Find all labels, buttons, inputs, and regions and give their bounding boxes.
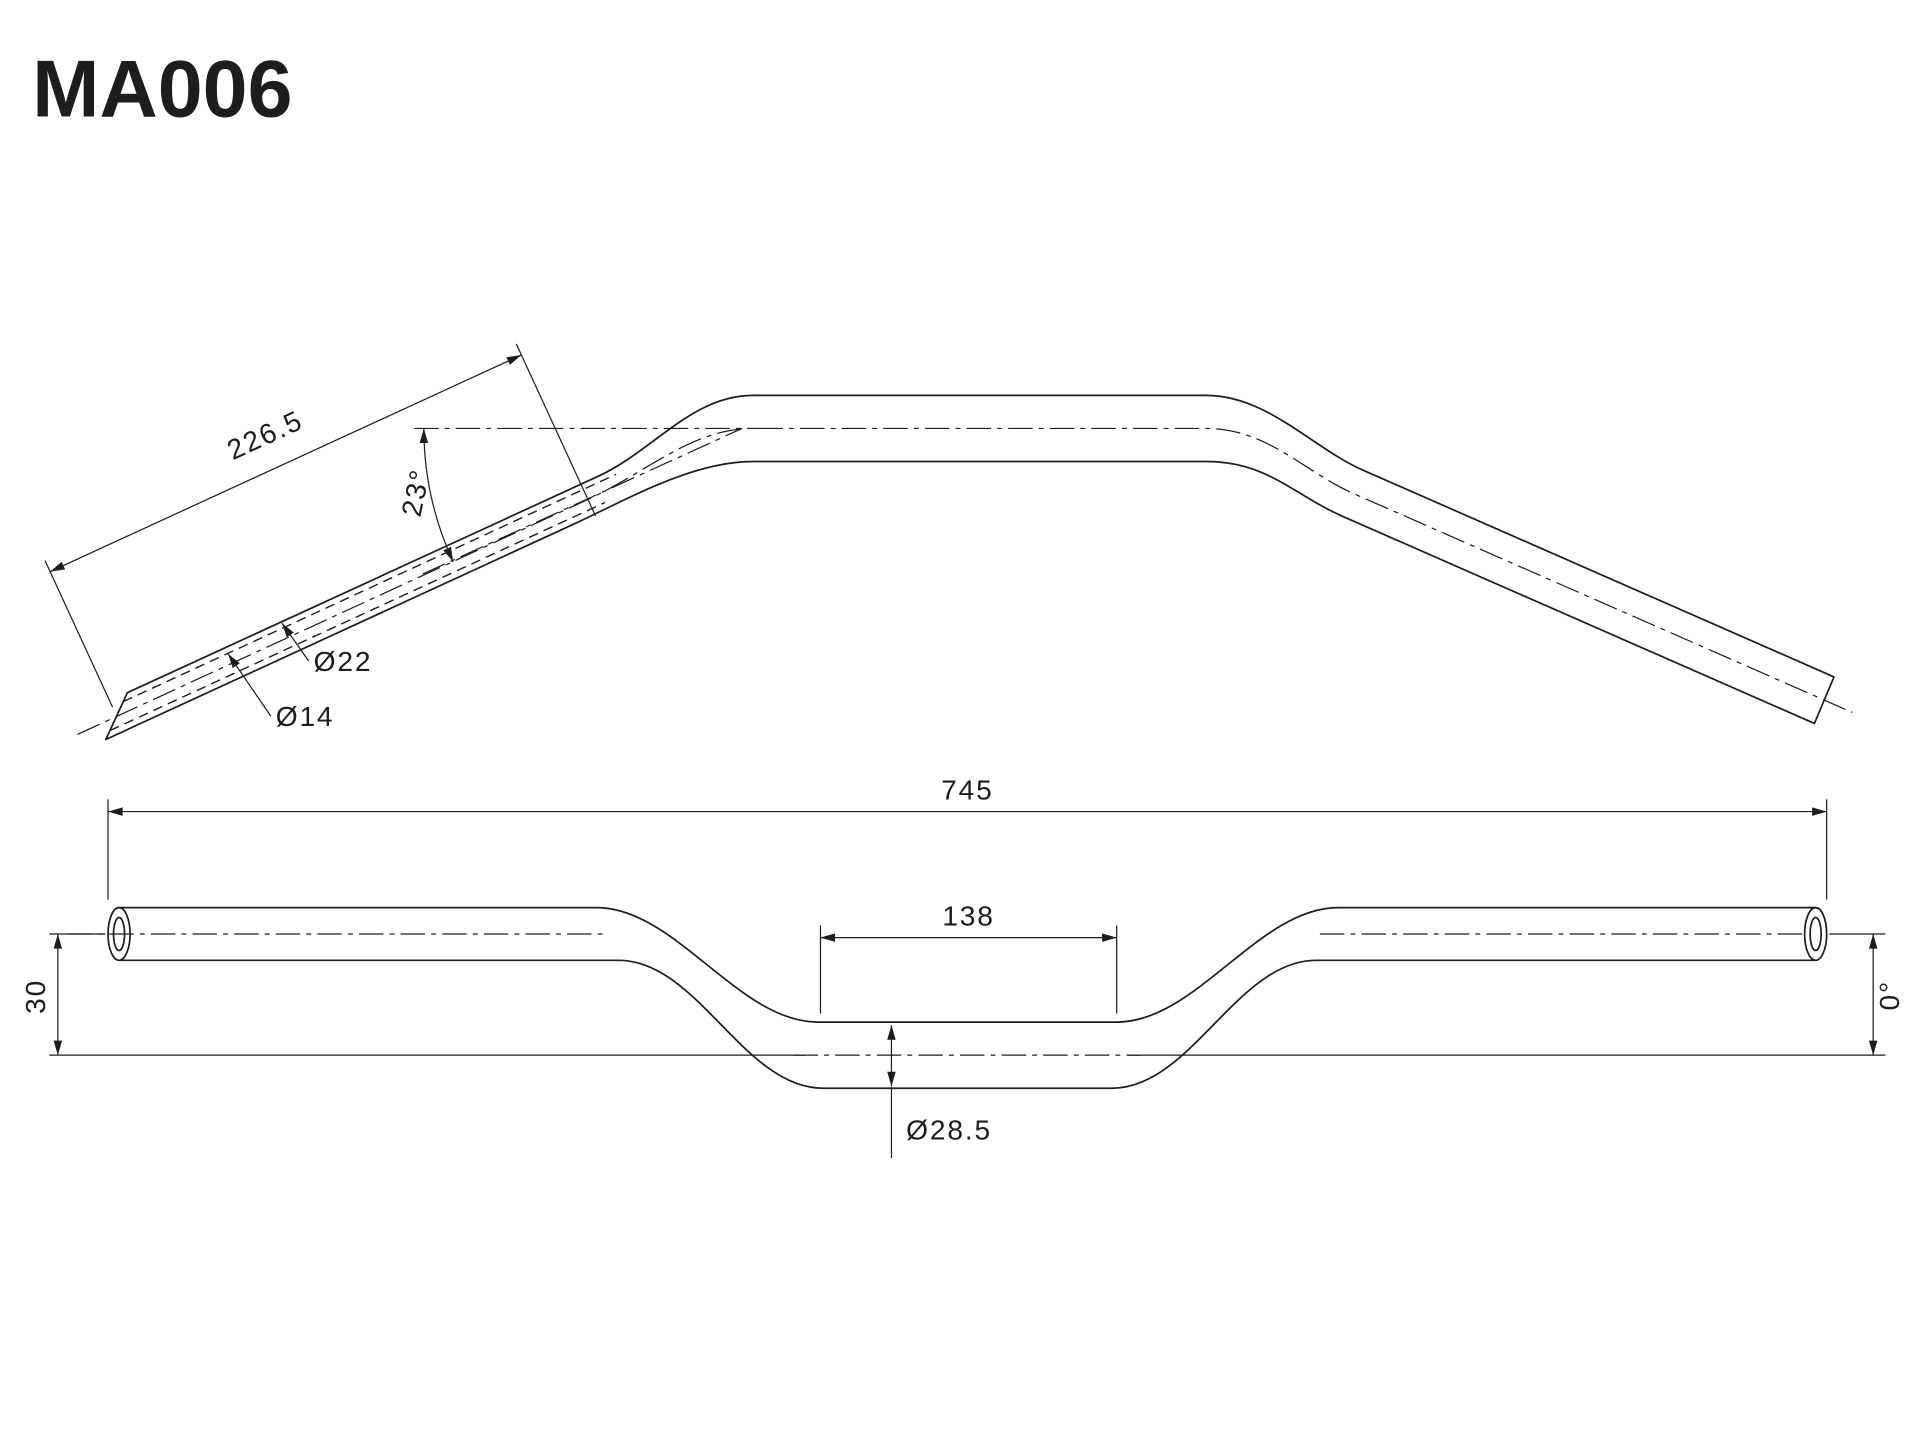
dim-clamp-diameter-label: Ø28.5 [906,1115,992,1146]
dim-outer-diameter: Ø22 [281,622,373,677]
dim-rise-label: 30 [20,979,51,1014]
dim-clamp-width: 138 [819,900,1118,1014]
dim-outer-diameter-leader [281,622,310,662]
dim-grip-length-ext-1 [44,560,114,708]
left-end-cap-outer [107,906,131,962]
right-end-cap-bore [1809,916,1823,952]
right-end-cap-outer [1803,906,1828,962]
dim-grip-length-label: 226.5 [222,404,307,465]
dim-clamp-diameter: Ø28.5 [887,1025,992,1158]
dim-bend-angle-label: 23° [396,466,436,519]
dim-grip-length-ext-2 [515,343,597,517]
tube-outline-front-top [119,906,1816,1023]
dim-rise: 30 [20,933,63,1056]
part-number: MA006 [32,44,292,134]
dim-bore-diameter-label: Ø14 [276,701,335,732]
dim-end-angle: 0° [1868,933,1905,1056]
dim-clamp-width-label: 138 [942,900,994,931]
bore-hidden-line-top [122,473,617,703]
dim-bend-angle: 23° [396,428,454,563]
dim-bend-angle-arc [419,428,454,563]
bore-hidden-line-bottom [109,501,606,732]
tube-outline-side [104,394,1835,741]
dim-end-angle-label: 0° [1874,980,1905,1011]
dim-overall-width-label: 745 [941,774,993,805]
side-centerline [77,427,1853,736]
left-end-cap-bore [112,916,126,952]
side-view: 226.5 23° Ø22 Ø14 [44,343,1853,741]
front-view: 745 138 30 0° Ø28.5 [20,774,1905,1158]
dim-outer-diameter-label: Ø22 [314,646,373,677]
dim-grip-length-line [49,354,522,573]
dim-bore-diameter: Ø14 [227,653,335,732]
dim-overall-width: 745 [107,774,1828,900]
side-grip-axis-extension [422,427,743,575]
tube-outline-front-bottom [119,959,1816,1090]
dim-bore-diameter-leader [227,653,272,717]
